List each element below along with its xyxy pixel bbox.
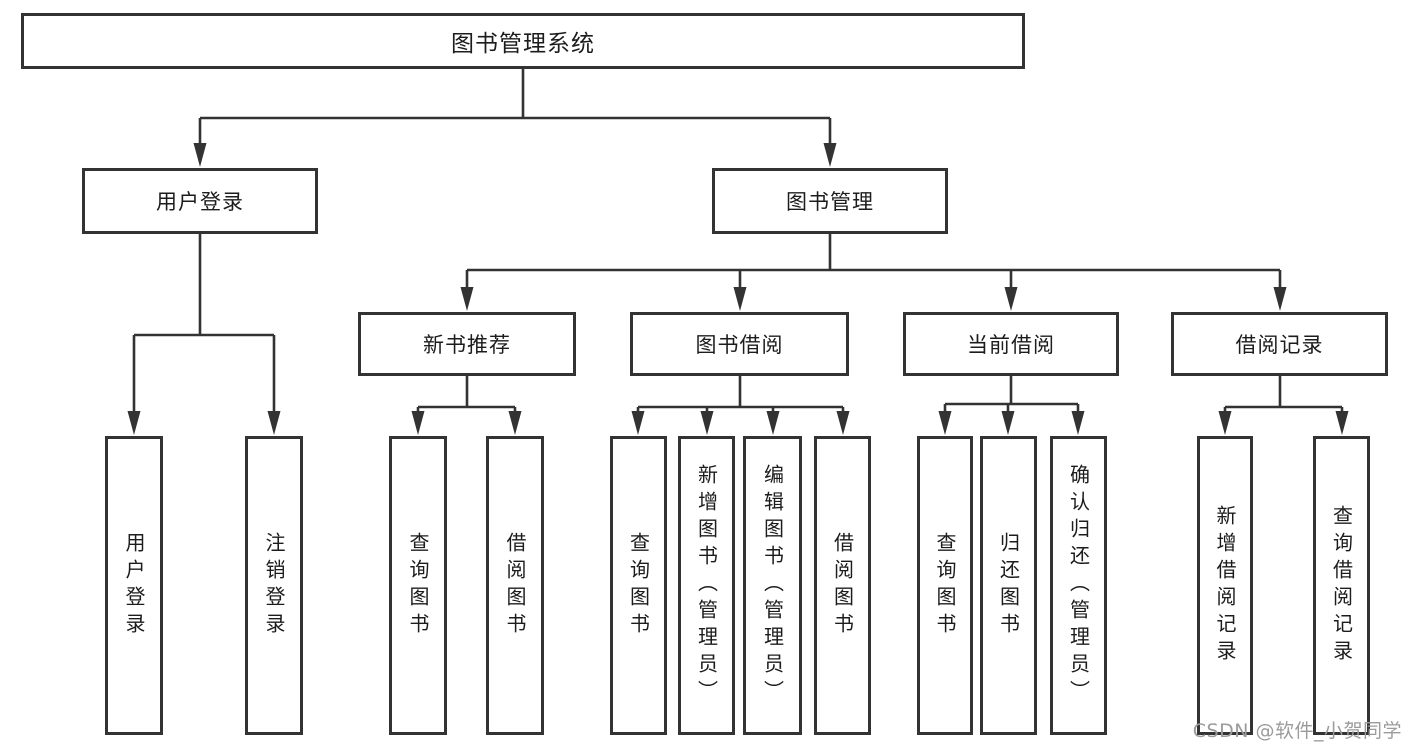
node-label: 新增借阅记录 bbox=[1213, 504, 1237, 667]
leaf-add-borrow-record: 新增借阅记录 bbox=[1197, 436, 1253, 735]
csdn-watermark: CSDN @软件_小贺同学 bbox=[1192, 720, 1402, 742]
node-library-management-system: 图书管理系统 bbox=[21, 13, 1025, 69]
leaf-confirm-return-admin: 确认归还（管理员） bbox=[1050, 436, 1107, 735]
node-label: 图书管理系统 bbox=[451, 31, 595, 57]
node-label: 借阅记录 bbox=[1235, 333, 1324, 357]
node-label: 查询图书 bbox=[406, 531, 430, 640]
node-label: 用户登录 bbox=[156, 190, 244, 214]
node-book-borrow: 图书借阅 bbox=[630, 312, 849, 376]
node-current-borrow: 当前借阅 bbox=[903, 312, 1119, 376]
node-label: 查询借阅记录 bbox=[1329, 504, 1354, 667]
node-new-book-recommend: 新书推荐 bbox=[358, 312, 576, 376]
node-label: 借阅图书 bbox=[830, 531, 855, 640]
leaf-logout: 注销登录 bbox=[245, 436, 303, 735]
node-label: 当前借阅 bbox=[967, 333, 1055, 357]
leaf-return-books: 归还图书 bbox=[980, 436, 1037, 735]
node-label: 归还图书 bbox=[996, 531, 1021, 640]
leaf-query-books-borrow: 查询图书 bbox=[610, 436, 667, 735]
node-label: 查询图书 bbox=[933, 531, 957, 640]
node-label: 新增图书（管理员） bbox=[694, 464, 719, 707]
node-user-login: 用户登录 bbox=[82, 168, 318, 234]
arrowheads bbox=[127, 143, 1349, 435]
node-book-management: 图书管理 bbox=[712, 168, 948, 234]
node-label: 新书推荐 bbox=[423, 333, 511, 357]
leaf-query-books-recommend: 查询图书 bbox=[389, 436, 447, 735]
node-label: 查询图书 bbox=[626, 531, 651, 640]
node-borrow-records: 借阅记录 bbox=[1171, 312, 1388, 376]
node-label: 注销登录 bbox=[262, 531, 286, 640]
node-label: 图书借阅 bbox=[695, 333, 784, 357]
node-label: 借阅图书 bbox=[503, 531, 527, 640]
leaf-borrow-books: 借阅图书 bbox=[814, 436, 871, 735]
leaf-query-borrow-record: 查询借阅记录 bbox=[1313, 436, 1370, 735]
leaf-query-books-current: 查询图书 bbox=[917, 436, 973, 735]
node-label: 确认归还（管理员） bbox=[1066, 464, 1091, 707]
leaf-edit-books-admin: 编辑图书（管理员） bbox=[743, 436, 802, 735]
node-label: 编辑图书（管理员） bbox=[760, 464, 785, 707]
leaf-borrow-books-recommend: 借阅图书 bbox=[486, 436, 544, 735]
node-label: 用户登录 bbox=[122, 531, 146, 640]
leaf-add-books-admin: 新增图书（管理员） bbox=[678, 436, 735, 735]
node-label: 图书管理 bbox=[786, 190, 874, 214]
leaf-user-login: 用户登录 bbox=[105, 436, 163, 735]
